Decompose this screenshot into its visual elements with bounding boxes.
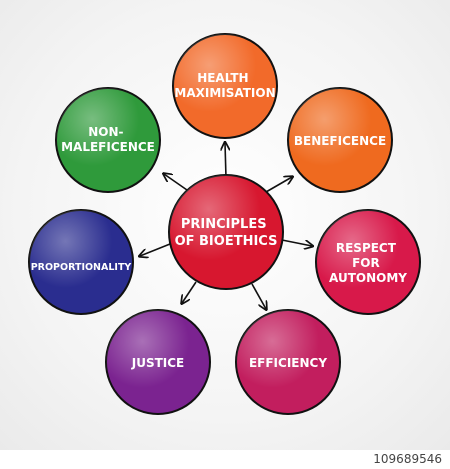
node-efficiency: EFFICIENCY [235,309,341,415]
svg-text:HEALTH MAXIMISATION: HEALTH MAXIMISATION [174,71,275,100]
svg-text:RESPECT FOR AUTONO: RESPECT FOR AUTONOMY [329,241,407,285]
node-label-line: NON- [88,125,123,139]
node-health-maximisation: HEALTH MAXIMISATION [172,33,278,139]
stock-id-label: 109689546 [373,452,442,466]
arrow-to-proportionality [140,243,171,256]
node-respect-for-autonomy: RESPECT FOR AUTONOMY [315,209,421,315]
arrow-to-justice [182,281,197,303]
node-label-line: HEALTH [197,71,248,85]
node-label-line: EFFICIENCY [249,356,327,370]
arrow-to-efficiency [251,283,266,309]
svg-text:PROPORTIONALITY: PROPORTIONALITY [31,262,132,273]
connector-arrows [140,143,312,309]
node-label-line: RESPECT [336,241,397,255]
node-label-line: JUSTICE [131,356,185,370]
node-beneficence: BENEFICENCE [287,87,393,193]
node-proportionality: PROPORTIONALITY [28,209,134,315]
arrow-to-beneficence [265,177,292,193]
svg-text:NON- MALEFICENCE: NON- MALEFICENCE [61,125,155,154]
center-label-line: OF BIOETHICS [175,234,278,249]
arrow-to-non-maleficence [164,174,188,191]
node-label-line: FOR [352,256,380,270]
center-label-line: PRINCIPLES [181,217,267,232]
node-label-line: AUTONOMY [329,271,407,285]
node-justice: JUSTICE [105,309,211,415]
svg-text:PRINCIPLES OF BIOETHICS: PRINCIPLES OF BIOETHICS [175,217,278,249]
arrow-to-health-maximisation [225,143,226,179]
svg-text:BENEFICENCE: BENEFICENCE [294,134,386,148]
svg-text:EFFICIENCY: EFFICIENCY [249,356,327,370]
svg-text:JUSTICE: JUSTICE [131,356,185,370]
node-label-line: BENEFICENCE [294,134,386,148]
node-label-line: PROPORTIONALITY [31,262,132,273]
arrow-to-respect-for-autonomy [281,239,312,246]
node-non-maleficence: NON- MALEFICENCE [55,87,161,193]
node-label-line: MAXIMISATION [174,86,275,100]
node-label-line: MALEFICENCE [61,140,155,154]
footer-bar [0,450,450,469]
center-node-principles-of-bioethics: PRINCIPLES OF BIOETHICS [168,174,284,290]
bioethics-mind-map: HEALTH MAXIMISATION BENEFICENCE RESPECT … [28,33,421,415]
